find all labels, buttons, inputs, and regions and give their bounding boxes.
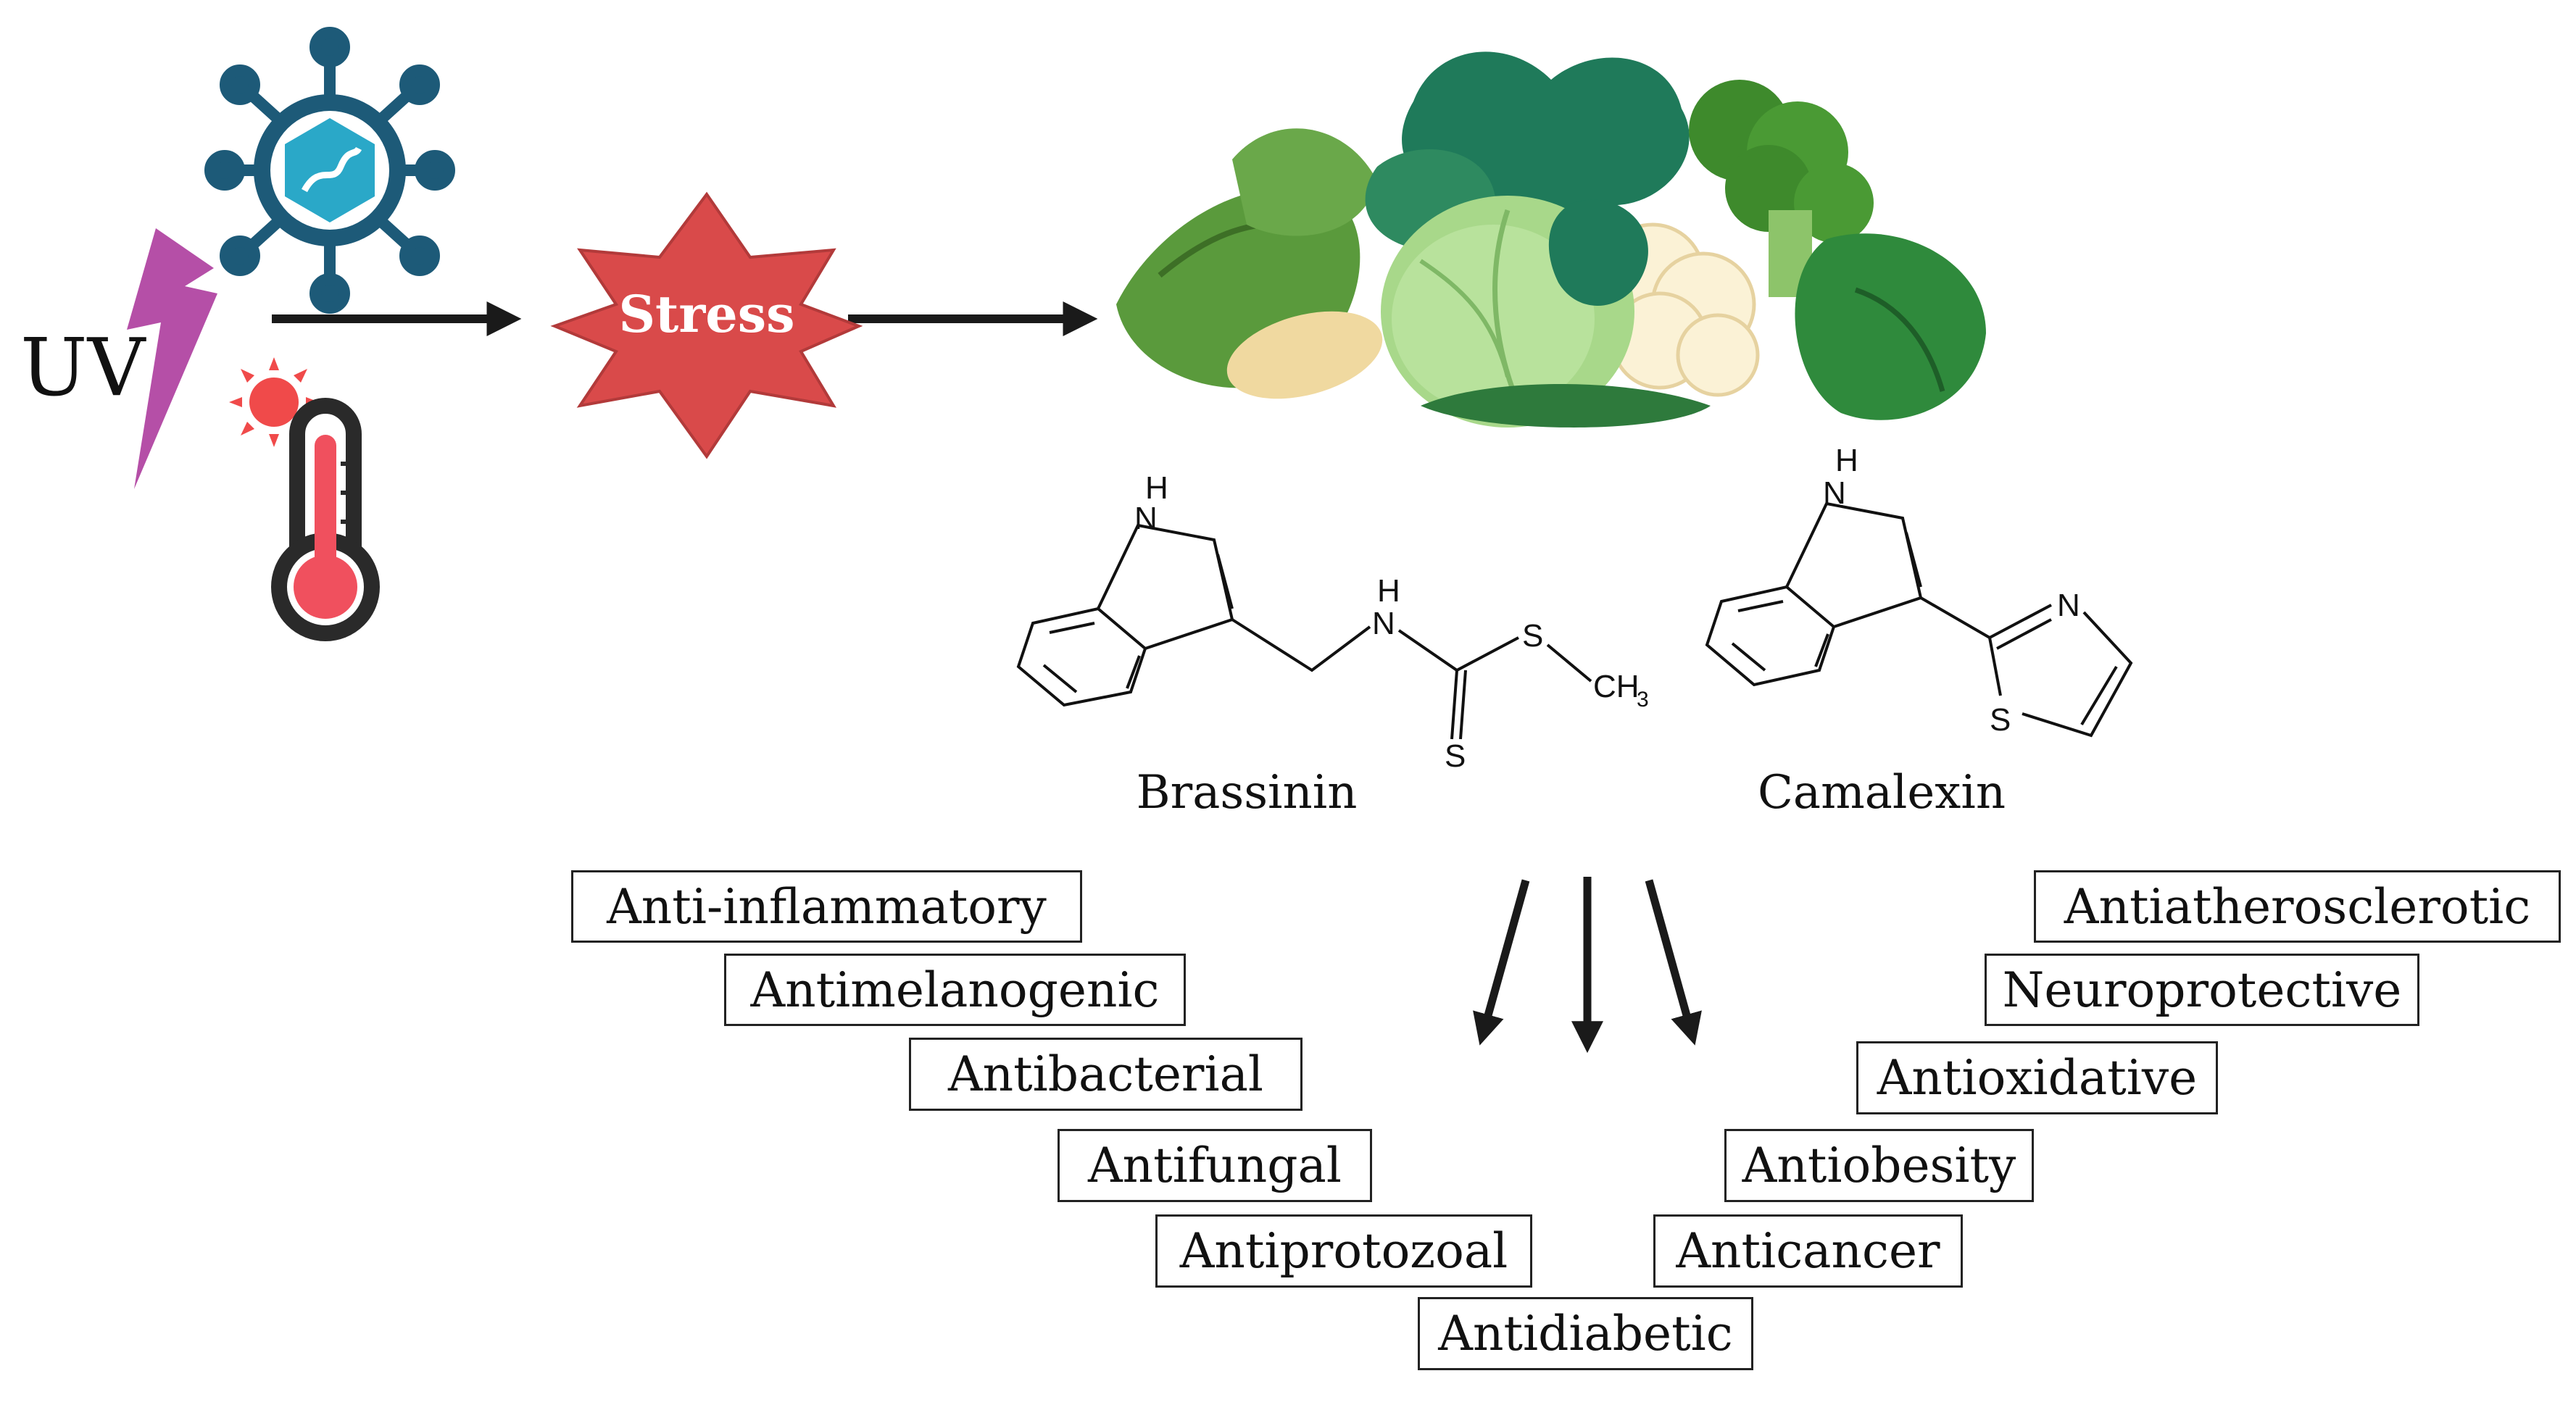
brassinin-amine-h: H <box>1377 573 1400 609</box>
arrow-down-left <box>1473 879 1530 1046</box>
activity-antiprotozoal: Antiprotozoal <box>1155 1214 1532 1288</box>
activity-antioxidative: Antioxidative <box>1856 1041 2218 1114</box>
arrow-down-right <box>1645 879 1702 1046</box>
brassinin-amine-n: N <box>1372 606 1395 641</box>
virus-icon <box>204 27 455 314</box>
stress-label: Stress <box>618 284 794 344</box>
lightning-icon <box>127 228 217 489</box>
brassinin-ch-subscript: 3 <box>1637 688 1649 712</box>
activity-anti-inflammatory: Anti-inflammatory <box>571 870 1082 943</box>
activity-antimelanogenic: Antimelanogenic <box>724 954 1186 1026</box>
activity-neuroprotective: Neuroprotective <box>1985 954 2419 1026</box>
camalexin-nh-n: N <box>1823 475 1846 511</box>
activity-antiatherosclerotic: Antiatherosclerotic <box>2034 870 2561 943</box>
stress-burst <box>550 191 863 459</box>
activity-anticancer: Anticancer <box>1653 1214 1963 1288</box>
camalexin-nh-h: H <box>1835 443 1858 478</box>
activity-antiobesity: Antiobesity <box>1724 1129 2034 1202</box>
activity-antifungal: Antifungal <box>1058 1129 1372 1202</box>
camalexin-thiazole-s: S <box>1990 702 2011 738</box>
brassinin-ch: CH <box>1593 669 1640 704</box>
brassinin-nh-h: H <box>1145 470 1168 506</box>
brassinin-structure <box>1016 523 1592 740</box>
activity-antidiabetic: Antidiabetic <box>1418 1297 1753 1370</box>
camalexin-name: Camalexin <box>1758 766 2006 820</box>
camalexin-structure <box>1705 501 2133 738</box>
uv-label: UV <box>20 321 147 414</box>
thermometer-icon <box>271 398 380 641</box>
activity-antibacterial: Antibacterial <box>909 1038 1302 1111</box>
brassica-vegetables-illustration <box>1116 51 1986 428</box>
brassinin-atom-labels: H N H N S S CH 3 <box>1134 470 1649 774</box>
camalexin-thiazole-n: N <box>2057 588 2080 623</box>
brassinin-nh-n: N <box>1134 501 1158 536</box>
brassinin-name: Brassinin <box>1137 766 1358 820</box>
brassinin-s-double: S <box>1445 738 1466 774</box>
brassinin-s-single: S <box>1522 618 1543 654</box>
camalexin-atom-labels: H N N S <box>1823 443 2080 738</box>
